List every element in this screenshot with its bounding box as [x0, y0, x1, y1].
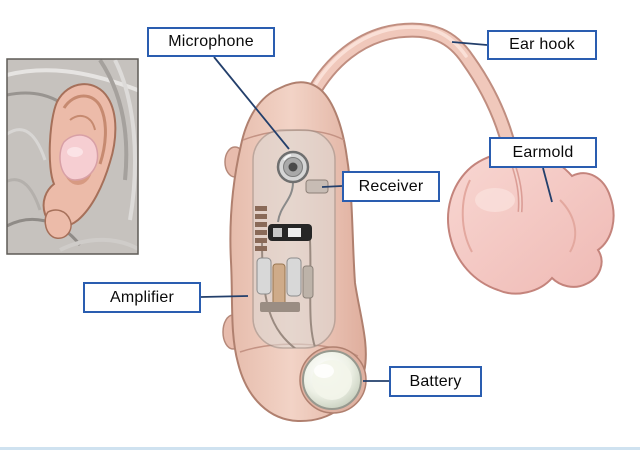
amplifier-graphic [255, 181, 319, 348]
microphone-graphic [276, 150, 310, 184]
leader-earmold [542, 167, 553, 203]
label-battery: Battery [389, 366, 482, 397]
ear-hook-graphic [304, 22, 518, 158]
earmold-in-ear-graphic [59, 134, 99, 181]
label-amplifier: Amplifier [83, 282, 201, 313]
label-ear-hook: Ear hook [487, 30, 597, 60]
label-microphone: Microphone [147, 27, 275, 57]
leader-lines [200, 41, 553, 382]
earmold-graphic [447, 149, 615, 295]
leader-microphone [213, 56, 290, 150]
label-earmold: Earmold [489, 137, 597, 168]
label-receiver: Receiver [342, 171, 440, 202]
leader-ear-hook [451, 41, 488, 46]
leader-receiver [321, 185, 343, 188]
ear-photo-inset [6, 58, 139, 255]
device-body-graphic [222, 81, 367, 423]
battery-graphic [299, 346, 367, 414]
bottom-border [0, 447, 640, 450]
leader-amplifier [200, 295, 249, 298]
